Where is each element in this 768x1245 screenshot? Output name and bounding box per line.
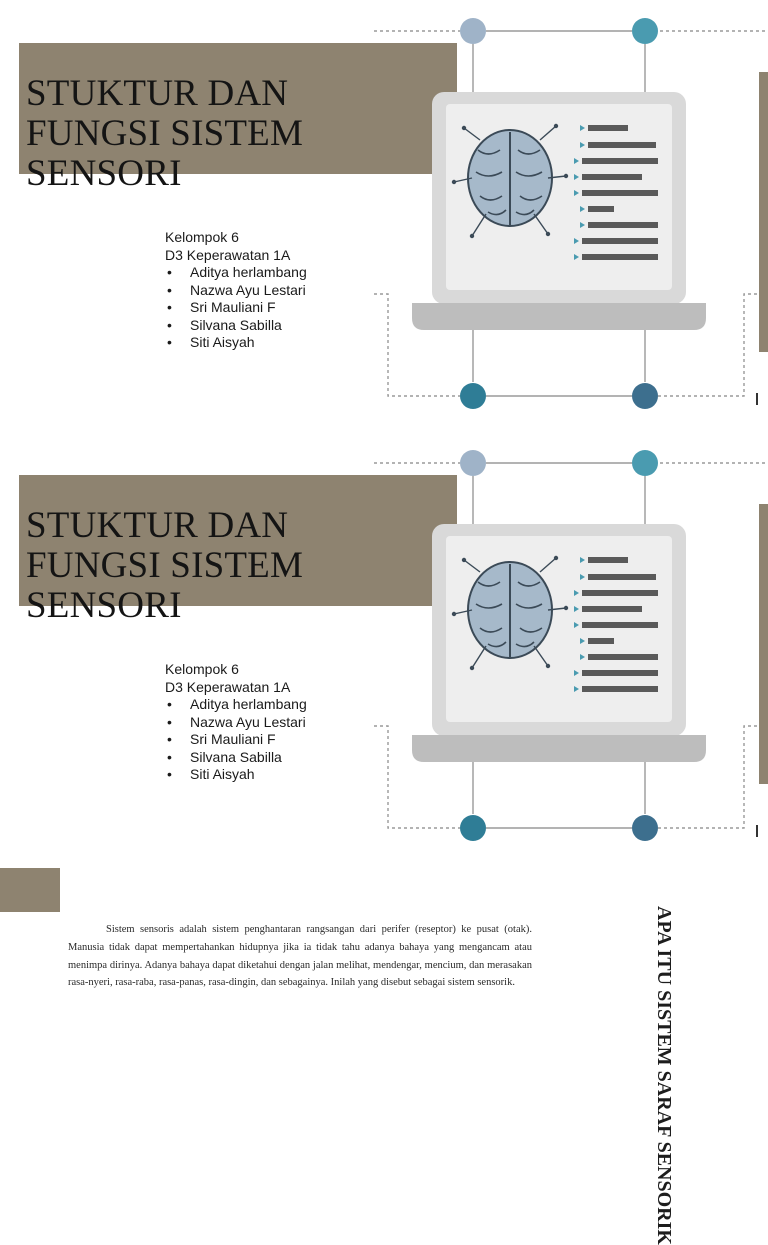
title-background-box: [19, 43, 457, 174]
member-item: Silvana Sabilla: [165, 749, 307, 767]
slide-title: STUKTUR DAN FUNGSI SISTEM SENSORI: [26, 73, 304, 194]
member-item: Silvana Sabilla: [165, 317, 307, 335]
laptop-icon: [374, 450, 768, 841]
member-item: Nazwa Ayu Lestari: [165, 714, 307, 732]
vertical-title: APA ITU SISTEM SARAF SENSORIK: [653, 906, 675, 1245]
slide-title: STUKTUR DAN FUNGSI SISTEM SENSORI: [26, 505, 304, 626]
member-item: Nazwa Ayu Lestari: [165, 282, 307, 300]
accent-bar: [759, 504, 768, 784]
class-label: D3 Keperawatan 1A: [165, 678, 291, 695]
member-list-block: Kelompok 6 D3 Keperawatan 1A Aditya herl…: [165, 229, 307, 352]
class-label: D3 Keperawatan 1A: [165, 246, 291, 263]
member-list: Aditya herlambang Nazwa Ayu Lestari Sri …: [165, 696, 307, 784]
member-item: Sri Mauliani F: [165, 731, 307, 749]
title-background-box: [19, 475, 457, 606]
definition-slide: Sistem sensoris adalah sistem penghantar…: [0, 864, 768, 1245]
member-item: Aditya herlambang: [165, 696, 307, 714]
laptop-icon: [374, 18, 768, 409]
group-label: Kelompok 6: [165, 661, 239, 677]
slide-edge-mark: [756, 393, 758, 405]
definition-paragraph: Sistem sensoris adalah sistem penghantar…: [68, 924, 532, 989]
slide-edge-mark: [756, 825, 758, 837]
title-slide-1: STUKTUR DAN FUNGSI SISTEM SENSORI Kelomp…: [0, 0, 768, 432]
accent-box: [0, 868, 60, 912]
member-item: Sri Mauliani F: [165, 299, 307, 317]
member-list: Aditya herlambang Nazwa Ayu Lestari Sri …: [165, 264, 307, 352]
member-item: Aditya herlambang: [165, 264, 307, 282]
title-slide-2: STUKTUR DAN FUNGSI SISTEM SENSORI Kelomp…: [0, 432, 768, 864]
member-list-block: Kelompok 6 D3 Keperawatan 1A Aditya herl…: [165, 661, 307, 784]
accent-bar: [759, 72, 768, 352]
group-label: Kelompok 6: [165, 229, 239, 245]
member-item: Siti Aisyah: [165, 334, 307, 352]
member-item: Siti Aisyah: [165, 766, 307, 784]
